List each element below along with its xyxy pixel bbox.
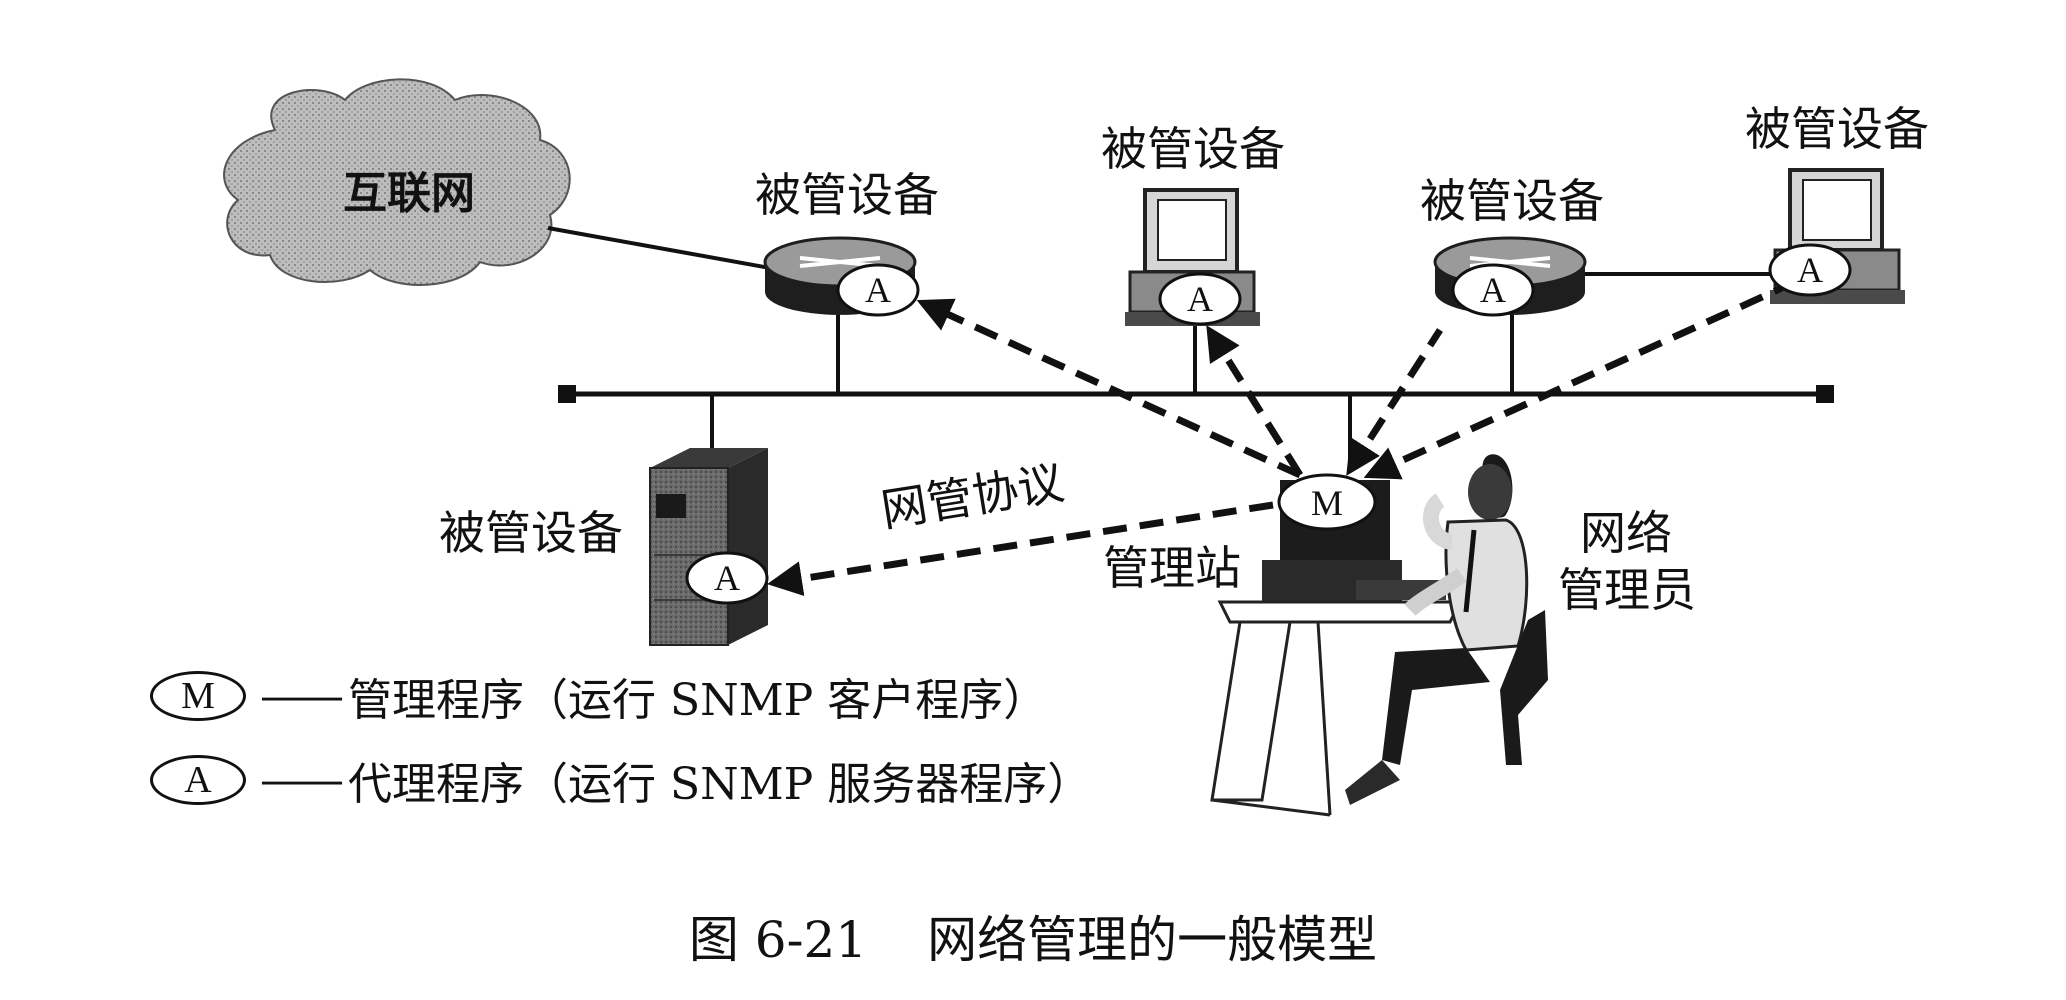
protocol-link-server [767, 501, 1274, 596]
internet-link [547, 226, 771, 270]
agent-badge: A [150, 755, 246, 805]
svg-text:A: A [714, 558, 740, 598]
legend-dash: —— [260, 670, 344, 722]
internet-cloud [223, 78, 571, 286]
protocol-link-pc-2 [1363, 284, 1784, 480]
internet-label: 互联网 [343, 168, 475, 219]
figure-number: 图 6-21 [688, 911, 868, 969]
figure-caption: 图 6-21 网络管理的一般模型 [0, 900, 2066, 972]
protocol-link-pc-1 [1206, 325, 1303, 477]
manager-badge: M [1277, 473, 1377, 531]
svg-text:A: A [1480, 270, 1506, 310]
router-2-label: 被管设备 [1420, 174, 1604, 228]
agent-badge: A [1768, 243, 1852, 297]
svg-text:M: M [1311, 483, 1343, 523]
server-label: 被管设备 [439, 506, 623, 560]
agent-badges: A A A A A [685, 243, 1852, 605]
legend-dash: —— [260, 754, 344, 806]
agent-badge: A [685, 551, 769, 605]
protocol-link-router-2 [1346, 328, 1443, 476]
legend-agent-text: 代理程序（运行 SNMP 服务器程序） [348, 759, 1092, 810]
svg-text:A: A [1797, 250, 1823, 290]
legend-manager-text: 管理程序（运行 SNMP 客户程序） [348, 675, 1048, 726]
legend-agent: A —— 代理程序（运行 SNMP 服务器程序） [150, 752, 1091, 810]
protocol-link-router-1 [916, 298, 1302, 479]
agent-badge: A [1158, 272, 1242, 326]
admin-label-line1: 网络 [1580, 506, 1672, 560]
protocol-connections [767, 284, 1784, 596]
server-tower-icon [649, 448, 768, 646]
management-station-icon [1210, 480, 1463, 817]
router-1-label: 被管设备 [755, 168, 939, 222]
management-station-label: 管理站 [1103, 541, 1241, 595]
pc-2-label: 被管设备 [1745, 102, 1929, 156]
pc-1-label: 被管设备 [1101, 122, 1285, 176]
agent-badge: A [836, 263, 920, 317]
network-administrator-figure [1345, 454, 1548, 805]
legend-manager: M —— 管理程序（运行 SNMP 客户程序） [150, 668, 1047, 726]
admin-label-line2: 管理员 [1558, 563, 1696, 617]
svg-text:A: A [865, 270, 891, 310]
svg-text:A: A [1187, 279, 1213, 319]
manager-badge: M [150, 671, 246, 721]
agent-badge: A [1451, 263, 1535, 317]
figure-title: 网络管理的一般模型 [927, 911, 1378, 969]
